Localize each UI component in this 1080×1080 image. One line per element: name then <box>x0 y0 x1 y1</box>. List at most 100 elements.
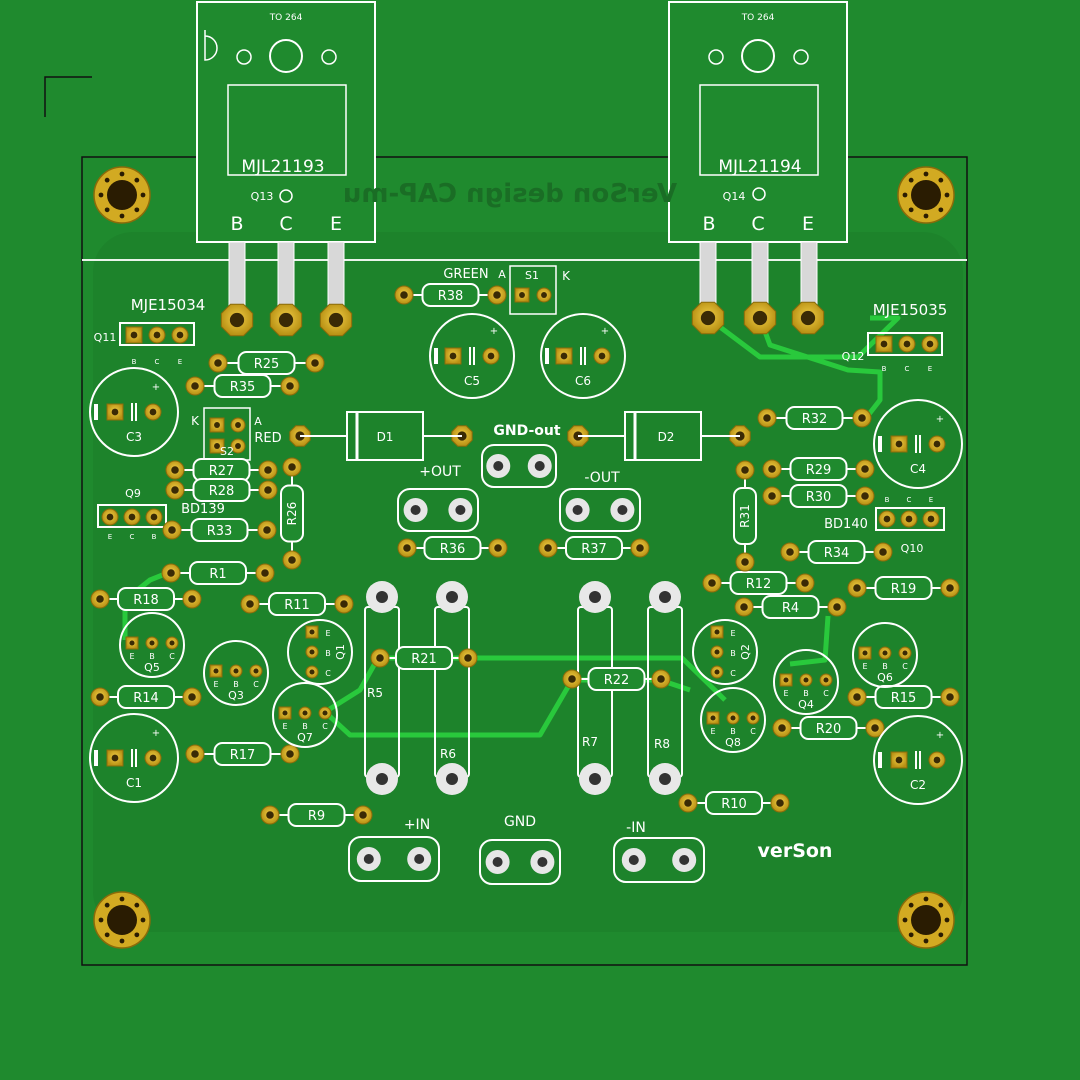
transistor-pad <box>819 673 833 687</box>
resistor-r12: R12 <box>702 571 815 595</box>
transistor-pad <box>145 636 159 650</box>
cap-pad <box>482 347 500 365</box>
cap-pad <box>106 403 124 421</box>
resistor-r27: R27 <box>165 458 278 482</box>
transistor-pad <box>799 673 813 687</box>
pin-b: B <box>702 213 715 235</box>
ref-label: R6 <box>440 747 456 761</box>
driver-pad <box>900 510 918 528</box>
svg-text:B: B <box>885 496 890 504</box>
resistor-r19: R19 <box>847 576 960 600</box>
svg-text:E: E <box>928 365 932 373</box>
ref-label: R1 <box>209 567 226 582</box>
pin-e: E <box>802 213 814 235</box>
ref-label: R15 <box>891 691 917 706</box>
resistor-pad <box>165 460 185 480</box>
resistor-pad <box>260 805 280 825</box>
resistor-r34: R34 <box>780 540 893 564</box>
capacitor-c3: +C3 <box>89 367 179 457</box>
resistor-r14: R14 <box>90 685 202 709</box>
resistor-pad <box>651 669 671 689</box>
transistor-pad <box>726 711 740 725</box>
pin-letter: E <box>282 722 287 731</box>
ref-label: C1 <box>126 776 142 790</box>
resistor-pad <box>162 520 182 540</box>
terminal-gnd-out <box>481 444 557 488</box>
ref-label: R20 <box>816 722 842 737</box>
pin-letter: E <box>783 689 788 698</box>
polarity-mark: + <box>936 730 944 741</box>
led-pad <box>209 417 225 433</box>
ref-label: Q11 <box>94 331 117 344</box>
resistor-pad <box>735 552 755 572</box>
resistor-pad <box>757 408 777 428</box>
package-label: TO 264 <box>741 13 775 23</box>
cap-pad <box>555 347 573 365</box>
ref-label: C5 <box>464 374 480 388</box>
ref-label: R18 <box>133 593 159 608</box>
power-pad <box>743 301 777 335</box>
resistor-pad <box>762 486 782 506</box>
ref-label: R35 <box>230 380 256 395</box>
polarity-mark: + <box>490 326 498 337</box>
resistor-r15: R15 <box>847 685 960 709</box>
ref-label: R21 <box>411 652 437 667</box>
cap-pad <box>593 347 611 365</box>
resistor-pad <box>735 460 755 480</box>
pin-letter: B <box>233 680 239 689</box>
capacitor-c1: +C1 <box>89 713 179 803</box>
label-gnd-out: GND-out <box>493 423 560 439</box>
polarity-mark: + <box>152 382 160 393</box>
resistor-pad <box>940 578 960 598</box>
terminal-gnd <box>479 839 561 885</box>
ref-label: R10 <box>721 797 747 812</box>
part-number: MJE15034 <box>131 296 206 314</box>
ref-label: R38 <box>438 289 464 304</box>
ref-label: Q14 <box>723 190 746 203</box>
resistor-r37: R37 <box>538 536 650 560</box>
resistor-pad <box>258 480 278 500</box>
resistor-pad <box>780 542 800 562</box>
svg-text:A: A <box>498 268 506 281</box>
led-s1: GREEN A S1 K <box>443 265 571 315</box>
pin-letter: E <box>730 629 735 638</box>
driver-pad <box>922 510 940 528</box>
led-pad <box>230 417 246 433</box>
resistor-r31: R31 <box>733 460 757 572</box>
svg-text:C: C <box>907 496 912 504</box>
svg-text:K: K <box>191 414 200 428</box>
pin-letter: C <box>169 652 175 661</box>
transistor-pad <box>305 645 319 659</box>
resistor-pad <box>353 805 373 825</box>
label-gnd: GND <box>504 814 536 830</box>
transistor-pad <box>710 625 724 639</box>
driver-pad <box>123 508 141 526</box>
mounting-hole <box>93 891 151 949</box>
svg-text:S2: S2 <box>220 445 234 458</box>
driver-pad <box>125 326 143 344</box>
driver-pad <box>898 335 916 353</box>
ref-label: R11 <box>284 598 310 613</box>
resistor-r11: R11 <box>240 592 354 616</box>
label-minus-in: -IN <box>626 820 646 836</box>
cap-pad <box>928 751 946 769</box>
resistor-pad <box>334 594 354 614</box>
pin-letter: B <box>325 649 331 658</box>
power-resistor-r5: R5 <box>364 581 400 795</box>
power-pad <box>691 301 725 335</box>
resistor-pad <box>827 597 847 617</box>
resistor-r4: R4 <box>734 595 847 619</box>
ref-label: Q8 <box>725 736 741 749</box>
svg-text:S1: S1 <box>525 269 539 282</box>
led-pad <box>230 438 246 454</box>
led-pad <box>209 438 225 454</box>
ref-label: R32 <box>802 412 828 427</box>
transistor-pad <box>706 711 720 725</box>
resistor-pad <box>280 744 300 764</box>
diode-d1: D1 <box>300 411 462 461</box>
resistor-r32: R32 <box>757 406 872 430</box>
capacitor-c4: +C4 <box>873 399 963 489</box>
transistor-pad <box>858 646 872 660</box>
